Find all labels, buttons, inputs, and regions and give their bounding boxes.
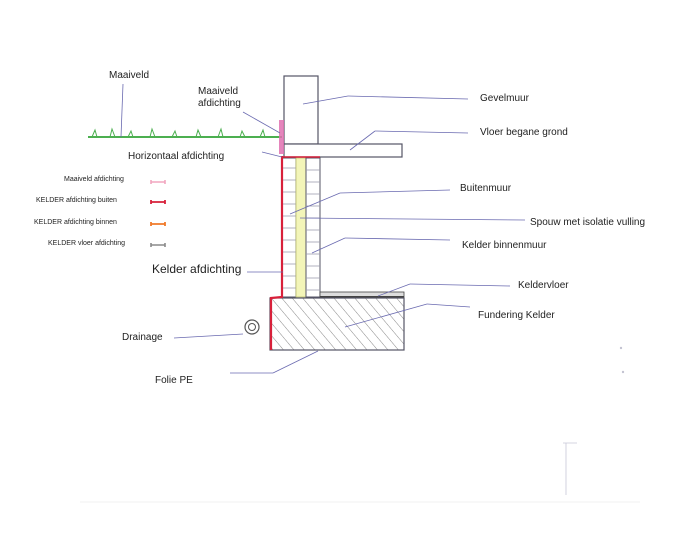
label-kelder-binnenmuur: Kelder binnenmuur — [462, 240, 547, 251]
label-maaiveld: Maaiveld — [109, 70, 150, 81]
leader-fundering — [344, 303, 428, 328]
buitenmuur-wall — [281, 157, 297, 298]
leader-maaiveld — [120, 83, 124, 138]
leader-spouw — [299, 217, 526, 221]
label-spouw-isolatie: Spouw met isolatie vulling — [530, 217, 646, 228]
leader-vloer — [349, 130, 376, 151]
leader-drainage — [173, 333, 244, 339]
leader-maaiveld-afdichting — [242, 111, 281, 134]
legend-swatches — [150, 180, 166, 247]
label-vloer-begane-grond: Vloer begane grond — [480, 127, 568, 138]
grass-ground-line — [88, 127, 282, 138]
label-maaiveld-afdichting-line1: Maaiveld — [198, 86, 239, 97]
leader-horizontaal-afdichting — [261, 151, 283, 158]
label-folie-pe: Folie PE — [155, 375, 193, 386]
label-buitenmuur: Buitenmuur — [460, 183, 512, 194]
leader-buitenmuur-2 — [339, 189, 451, 194]
maaiveld-afdichting-seal — [279, 120, 284, 154]
leader-vloer-2 — [374, 130, 469, 134]
legend-swatch-maaiveld — [150, 180, 166, 184]
spouw-isolatie — [295, 157, 307, 298]
vloer-begane-grond-slab — [283, 143, 403, 158]
leader-keldervloer — [377, 283, 411, 297]
legend-swatch-kelder-binnen — [150, 222, 166, 226]
label-fundering-kelder: Fundering Kelder — [478, 310, 555, 321]
leader-binnenmuur-2 — [344, 237, 451, 241]
kelder-afdichting-buiten — [269, 156, 284, 350]
leader-binnenmuur — [311, 237, 346, 254]
label-keldervloer: Keldervloer — [518, 280, 569, 291]
leader-gevelmuur-2 — [347, 95, 469, 100]
legend-swatch-vloer — [150, 243, 166, 247]
fundering-kelder — [269, 297, 405, 351]
legend-label-vloer-afdichting: KELDER vloer afdichting — [48, 240, 126, 247]
legend-label-maaiveld-afdichting: Maaiveld afdichting — [64, 176, 124, 183]
faint-marks — [80, 346, 640, 503]
legend-swatch-kelder-buiten — [150, 200, 166, 204]
gevelmuur-wall — [283, 75, 319, 145]
label-drainage: Drainage — [122, 332, 163, 343]
leader-fundering-2 — [426, 303, 471, 308]
kelder-binnenmuur-wall — [305, 157, 321, 298]
leader-keldervloer-2 — [409, 283, 511, 287]
legend-label-kelder-buiten: KELDER afdichting buiten — [36, 197, 117, 204]
drainage-pipe — [244, 319, 260, 335]
label-gevelmuur: Gevelmuur — [480, 93, 529, 104]
label-maaiveld-afdichting-line2: afdichting — [198, 98, 241, 109]
legend-label-kelder-binnen: KELDER afdichting binnen — [34, 219, 117, 226]
label-kelder-afdichting: Kelder afdichting — [152, 262, 242, 276]
leader-buitenmuur — [289, 192, 341, 215]
label-horizontaal-afdichting: Horizontaal afdichting — [128, 151, 225, 162]
leader-folie-pe-2 — [272, 350, 319, 374]
leader-gevelmuur — [302, 95, 349, 105]
